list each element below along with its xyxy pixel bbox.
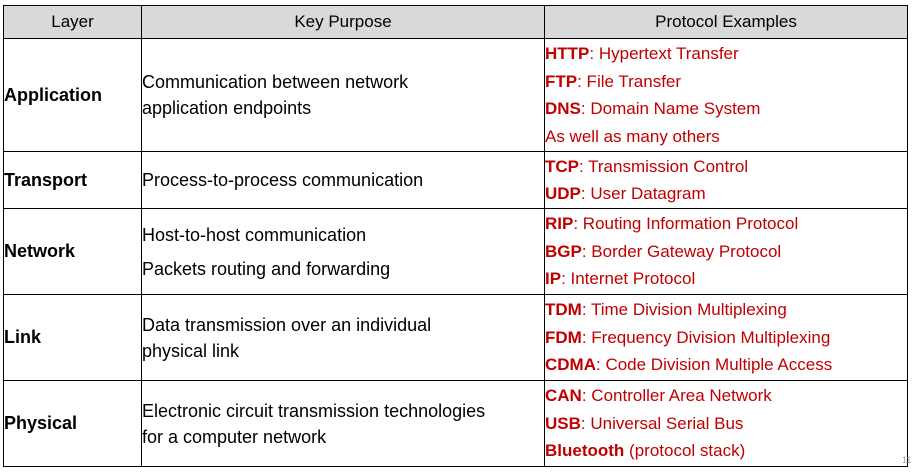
key-purpose-line: application endpoints [142, 98, 312, 118]
layer-name-cell: Transport [3, 151, 142, 209]
protocol-example: As well as many others [545, 123, 907, 151]
layer-name-cell: Network [3, 208, 142, 295]
page-number: 11 [902, 455, 912, 465]
protocol-example: CDMA: Code Division Multiple Access [545, 351, 907, 379]
key-purpose-line: Communication between network [142, 72, 409, 92]
protocol-abbreviation: FDM [545, 327, 582, 347]
protocol-example: FTP: File Transfer [545, 68, 907, 96]
protocol-example: TCP: Transmission Control [545, 153, 907, 181]
protocol-description: (protocol stack) [624, 441, 746, 461]
protocol-abbreviation: DNS [545, 99, 581, 118]
key-purpose-line: Packets routing and forwarding [142, 258, 391, 279]
protocol-description: : Transmission Control [579, 156, 749, 176]
layer-name-cell: Physical [3, 380, 142, 467]
key-purpose-cell: Electronic circuit transmission technolo… [141, 380, 545, 467]
key-purpose-cell: Data transmission over an individual phys… [141, 294, 545, 381]
protocol-example: RIP: Routing Information Protocol [545, 210, 907, 238]
protocol-description: : Controller Area Network [581, 386, 772, 406]
protocol-example: USB: Universal Serial Bus [545, 410, 907, 438]
layer-name-cell: Application [3, 38, 142, 152]
protocol-description: : Hypertext Transfer [589, 44, 739, 63]
protocol-example: BGP: Border Gateway Protocol [545, 238, 907, 266]
protocol-description: : Routing Information Protocol [573, 214, 799, 234]
key-purpose-line: Process-to-process communication [142, 170, 424, 190]
protocol-description: : File Transfer [577, 71, 682, 91]
protocol-example: FDM: Frequency Division Multiplexing [545, 324, 907, 352]
protocol-abbreviation: UDP [545, 184, 581, 203]
key-purpose-line: for a computer network [142, 426, 327, 447]
protocol-example: Bluetooth (protocol stack) [545, 437, 907, 465]
protocol-abbreviation: BGP [545, 241, 582, 261]
key-purpose-line: Electronic circuit transmission technolo… [142, 400, 486, 421]
key-purpose-cell: Process-to-process communication [141, 151, 545, 209]
protocol-example: DNS: Domain Name System [545, 95, 907, 123]
layer-name-cell: Link [3, 294, 142, 381]
protocol-abbreviation: TCP [545, 156, 580, 176]
protocol-example: HTTP: Hypertext Transfer [545, 40, 907, 68]
table-header: Layer Key Purpose Protocol Examples [3, 5, 908, 39]
protocol-example: CAN: Controller Area Network [545, 382, 907, 410]
header-layer: Layer [3, 5, 142, 39]
protocol-description: As well as many others [545, 126, 720, 146]
protocol-abbreviation: TDM [545, 300, 582, 320]
protocol-description: : Frequency Division Multiplexing [581, 327, 831, 347]
header-row: Layer Key Purpose Protocol Examples [3, 5, 908, 39]
protocol-abbreviation: IP [545, 269, 562, 289]
protocol-layers-table: Layer Key Purpose Protocol Examples Appl… [3, 5, 908, 467]
protocol-description: : Code Division Multiple Access [596, 355, 833, 375]
protocol-abbreviation: USB [545, 413, 581, 433]
protocol-abbreviation: CAN [545, 386, 582, 406]
protocol-abbreviation: HTTP [545, 44, 590, 63]
header-protocol-examples: Protocol Examples [544, 5, 908, 39]
key-purpose-line: Data transmission over an individual [142, 314, 432, 335]
protocol-description: : Domain Name System [580, 99, 761, 118]
protocol-abbreviation: CDMA [545, 355, 597, 375]
protocol-example: UDP: User Datagram [545, 180, 907, 208]
protocol-example: TDM: Time Division Multiplexing [545, 296, 907, 324]
protocol-abbreviation: RIP [545, 214, 574, 234]
key-purpose-line: physical link [142, 340, 240, 361]
key-purpose-line: Host-to-host communication [142, 224, 367, 245]
protocol-description: : User Datagram [580, 184, 706, 203]
protocol-abbreviation: FTP [545, 71, 578, 91]
protocol-abbreviation: Bluetooth [545, 441, 625, 461]
protocol-description: : Border Gateway Protocol [581, 241, 782, 261]
protocol-description: : Time Division Multiplexing [581, 300, 787, 320]
protocol-description: : Universal Serial Bus [580, 413, 744, 433]
header-key-purpose: Key Purpose [141, 5, 545, 39]
key-purpose-cell: Communication between network application… [141, 38, 545, 152]
protocol-description: : Internet Protocol [561, 269, 696, 289]
protocol-example: IP: Internet Protocol [545, 265, 907, 293]
